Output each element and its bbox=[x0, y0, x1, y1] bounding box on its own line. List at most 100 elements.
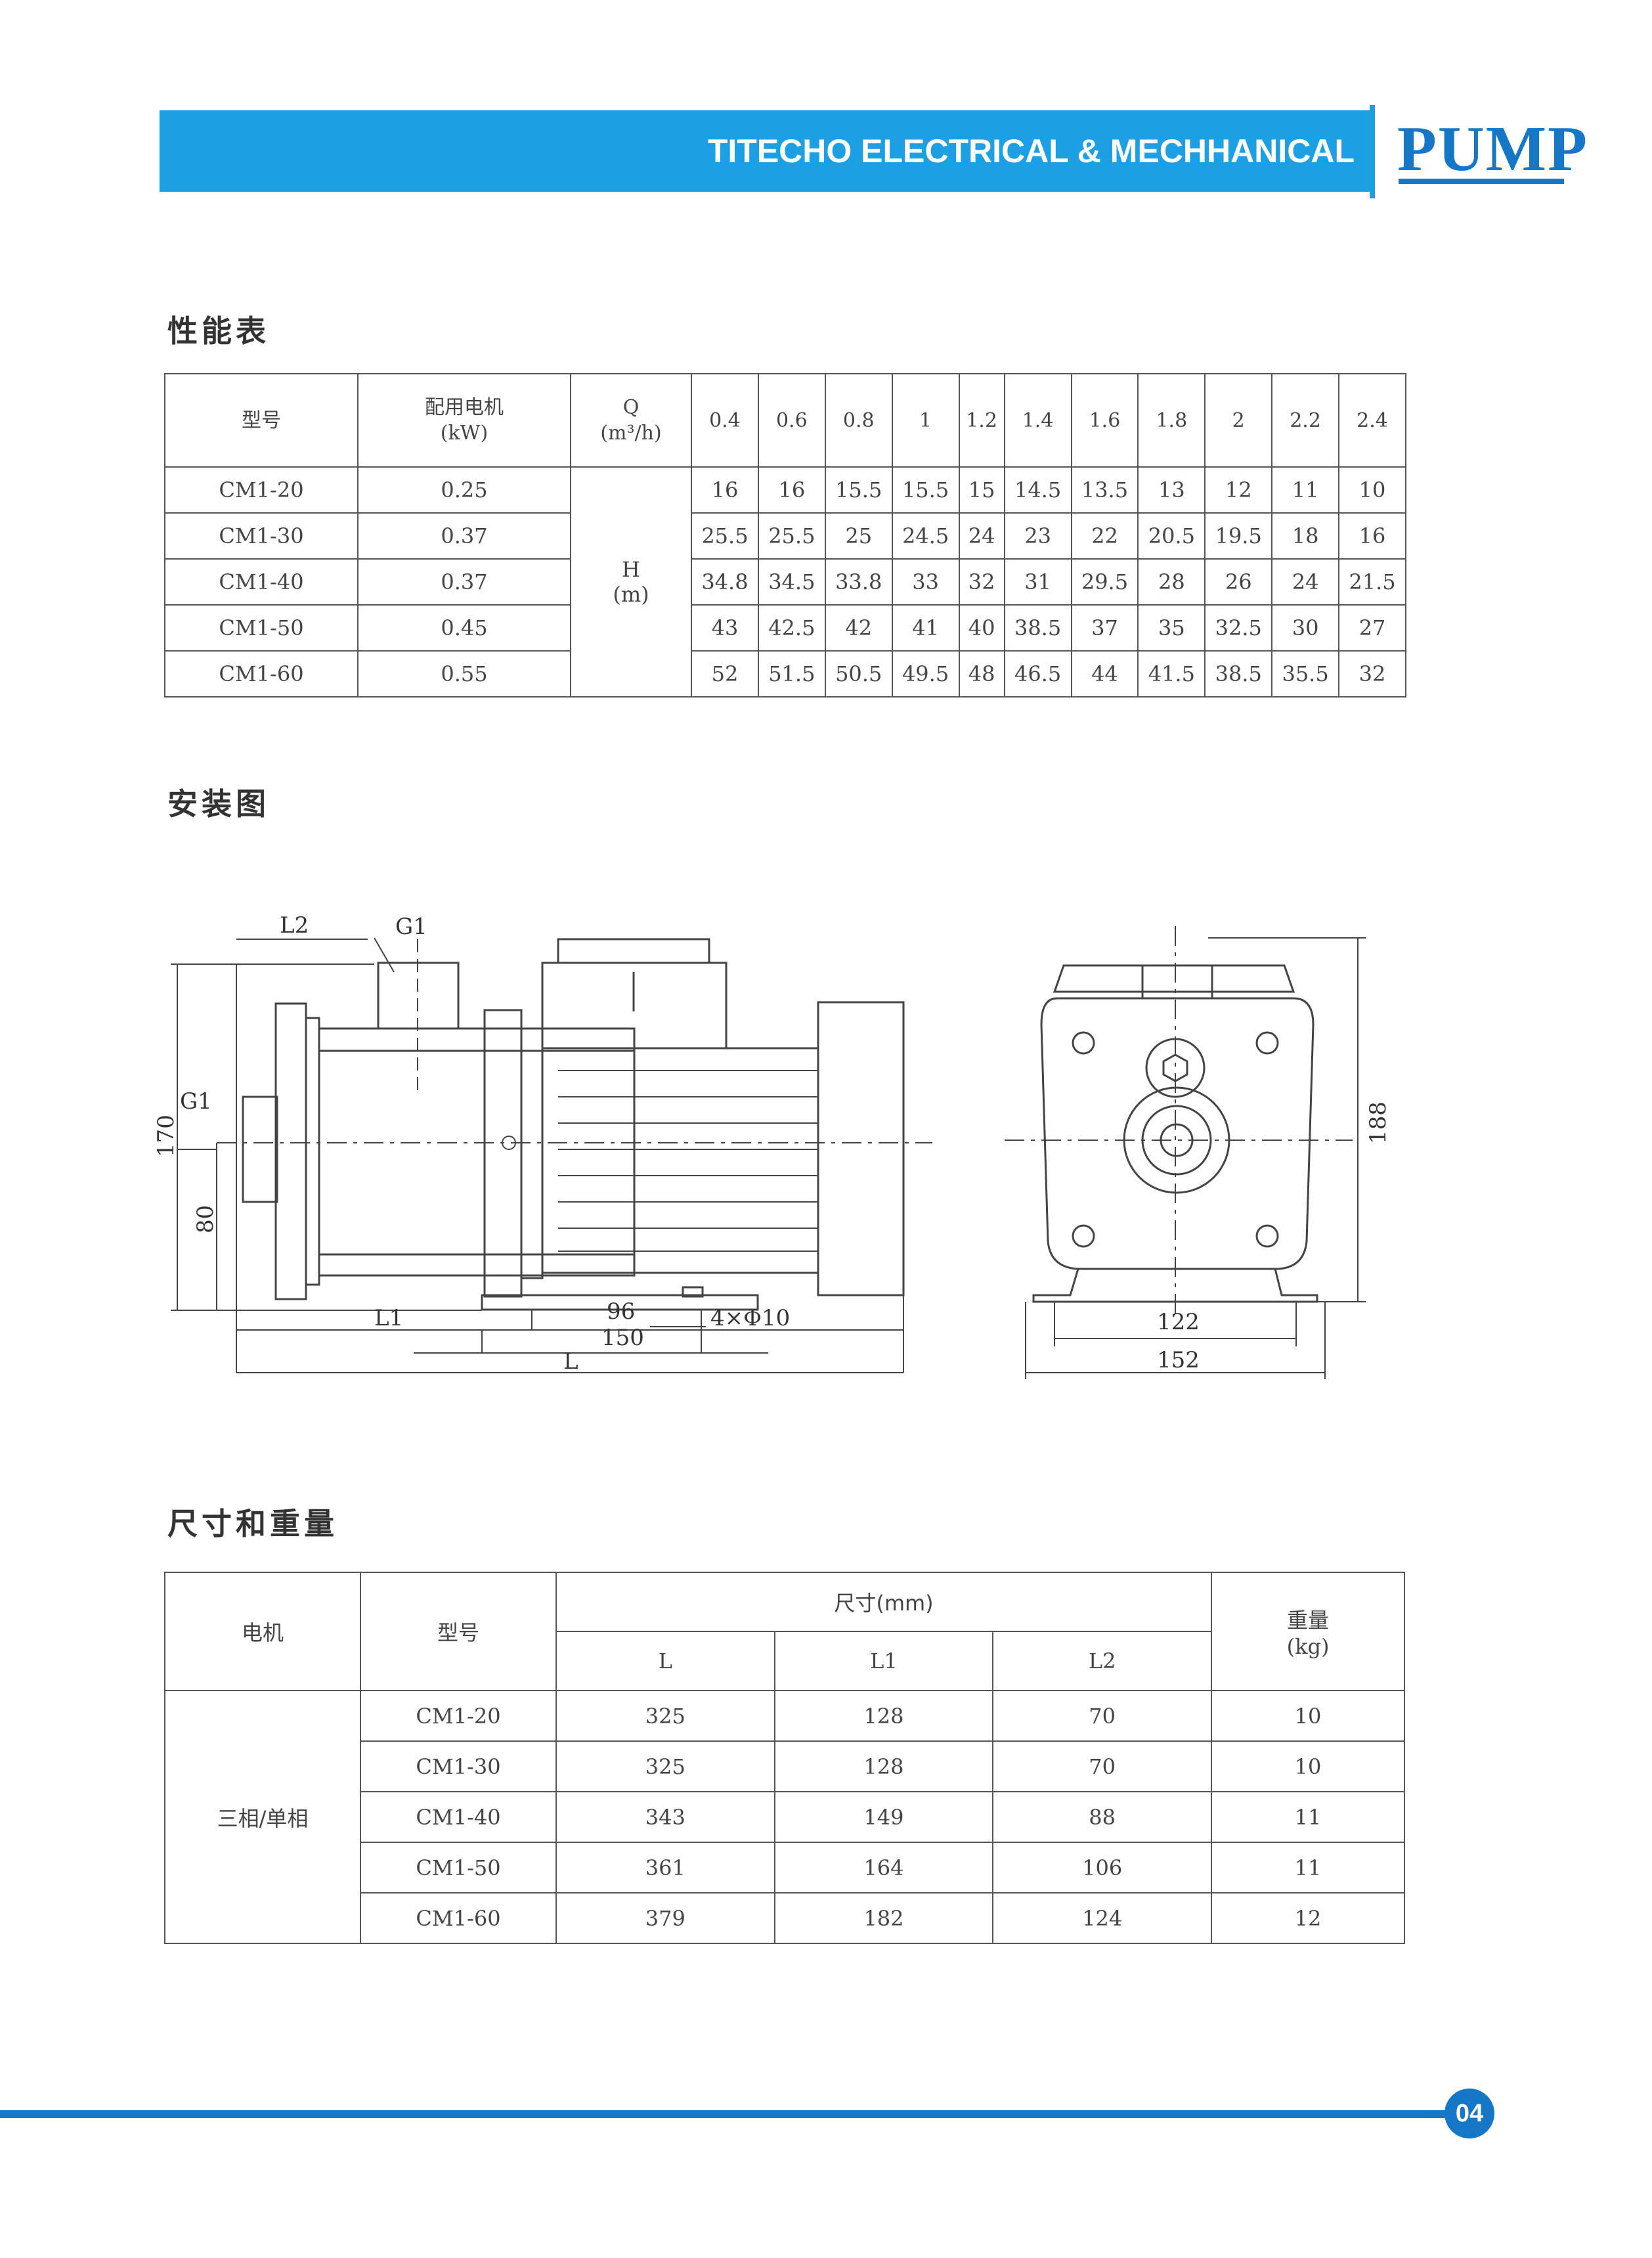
kw-cell: 0.25 bbox=[357, 466, 571, 514]
head-cell: 15.5 bbox=[824, 466, 893, 514]
head-cell: 49.5 bbox=[891, 650, 960, 697]
h-unit: (m) bbox=[613, 582, 649, 607]
side-view-dimensions bbox=[171, 937, 904, 1373]
label-170: 170 bbox=[153, 1115, 179, 1157]
l-cell: 325 bbox=[555, 1690, 775, 1742]
head-cell: 24.5 bbox=[891, 512, 960, 560]
dimensions-table: 电机 型号 尺寸(mm) 重量 (kg) L L1 L2 三相/单相 CM1-2… bbox=[164, 1572, 1405, 1944]
l-cell: 343 bbox=[555, 1791, 775, 1843]
weight-cell: 10 bbox=[1211, 1690, 1405, 1742]
head-cell: 15 bbox=[958, 466, 1005, 514]
q-value: 2 bbox=[1204, 373, 1273, 468]
l2-cell: 88 bbox=[992, 1791, 1212, 1843]
head-cell: 25.5 bbox=[757, 512, 826, 560]
weight-cell: 11 bbox=[1211, 1791, 1405, 1843]
head-cell: 29.5 bbox=[1070, 558, 1139, 606]
col-q-label: Q bbox=[622, 396, 640, 419]
l-cell: 361 bbox=[555, 1842, 775, 1893]
table-row: 三相/单相 CM1-20 325 128 70 10 bbox=[164, 1690, 1405, 1944]
model-cell: CM1-40 bbox=[164, 558, 359, 606]
model-cell: CM1-60 bbox=[164, 650, 359, 697]
performance-header-row: 型号 配用电机 (kW) Q (m³/h) 0.4 0.6 0.8 1 1.2 … bbox=[164, 373, 1406, 468]
performance-table: 型号 配用电机 (kW) Q (m³/h) 0.4 0.6 0.8 1 1.2 … bbox=[164, 373, 1406, 697]
head-cell: 50.5 bbox=[824, 650, 893, 697]
label-g1-top: G1 bbox=[395, 914, 427, 940]
col-size: 尺寸(mm) bbox=[555, 1572, 1212, 1632]
label-152: 152 bbox=[1157, 1347, 1200, 1373]
head-cell: 46.5 bbox=[1003, 650, 1072, 697]
motor-type-cell: 三相/单相 bbox=[164, 1690, 361, 1944]
front-view-dimensions bbox=[1025, 937, 1366, 1379]
model-cell: CM1-50 bbox=[164, 604, 359, 652]
brand-underline bbox=[1399, 179, 1564, 184]
col-weight: 重量 (kg) bbox=[1211, 1572, 1405, 1691]
header-bar: TITECHO ELECTRICAL & MECHHANICAL bbox=[160, 110, 1374, 192]
front-view-labels: 188 122 152 bbox=[1157, 1101, 1391, 1373]
table-row: CM1-60 379 182 124 12 bbox=[165, 1892, 1405, 1944]
model-cell: CM1-60 bbox=[360, 1892, 557, 1944]
head-cell: 31 bbox=[1003, 558, 1072, 606]
head-cell: 41.5 bbox=[1137, 650, 1206, 697]
col-l1: L1 bbox=[773, 1631, 994, 1691]
head-cell: 28 bbox=[1137, 558, 1206, 606]
kw-cell: 0.55 bbox=[357, 650, 571, 697]
head-cell: 13.5 bbox=[1070, 466, 1139, 514]
l1-cell: 128 bbox=[773, 1740, 994, 1792]
head-cell: 43 bbox=[691, 604, 759, 652]
l2-cell: 124 bbox=[992, 1892, 1212, 1944]
head-cell: 21.5 bbox=[1338, 558, 1406, 606]
kw-cell: 0.37 bbox=[357, 558, 571, 606]
q-value: 1 bbox=[891, 373, 960, 468]
model-cell: CM1-50 bbox=[360, 1842, 557, 1893]
dimensions-header-row: 电机 型号 尺寸(mm) 重量 (kg) bbox=[164, 1572, 1405, 1691]
col-motor-label: 配用电机 bbox=[425, 396, 504, 419]
l1-cell: 149 bbox=[773, 1791, 994, 1843]
l1-cell: 128 bbox=[773, 1690, 994, 1742]
model-cell: CM1-20 bbox=[360, 1690, 557, 1742]
head-cell: 12 bbox=[1204, 466, 1273, 514]
l2-cell: 70 bbox=[992, 1690, 1212, 1742]
q-value: 1.8 bbox=[1137, 373, 1206, 468]
q-value: 0.4 bbox=[691, 373, 759, 468]
col-model: 型号 bbox=[360, 1572, 557, 1691]
head-cell: 32.5 bbox=[1204, 604, 1273, 652]
dimensions-subheader-row: L L1 L2 bbox=[165, 1631, 1404, 1691]
table-row: CM1-50 0.45 43 42.5 42 41 40 38.5 37 35 … bbox=[164, 604, 1406, 652]
head-cell: 52 bbox=[691, 650, 759, 697]
head-cell: 32 bbox=[958, 558, 1005, 606]
head-cell: 30 bbox=[1271, 604, 1340, 652]
head-cell: 33 bbox=[891, 558, 960, 606]
table-row: CM1-50 361 164 106 11 bbox=[165, 1842, 1405, 1893]
l-cell: 379 bbox=[555, 1892, 775, 1944]
col-q-unit: (m³/h) bbox=[600, 422, 662, 445]
label-188: 188 bbox=[1365, 1101, 1391, 1144]
side-view-labels: L2 G1 G1 170 80 L1 96 4×Φ10 150 L bbox=[153, 912, 790, 1375]
head-cell: 34.5 bbox=[757, 558, 826, 606]
head-cell: 38.5 bbox=[1204, 650, 1273, 697]
table-row: CM1-20 0.25 H (m) 16 16 15.5 15.5 15 14.… bbox=[164, 466, 1406, 697]
head-cell: 16 bbox=[1338, 512, 1406, 560]
weight-cell: 11 bbox=[1211, 1842, 1405, 1893]
model-cell: CM1-40 bbox=[360, 1791, 557, 1843]
head-cell: 44 bbox=[1070, 650, 1139, 697]
q-value: 2.2 bbox=[1271, 373, 1340, 468]
head-cell: 20.5 bbox=[1137, 512, 1206, 560]
label-holes: 4×Φ10 bbox=[710, 1305, 790, 1331]
model-cell: CM1-30 bbox=[360, 1740, 557, 1792]
head-cell: 18 bbox=[1271, 512, 1340, 560]
head-cell: 24 bbox=[958, 512, 1005, 560]
l2-cell: 106 bbox=[992, 1842, 1212, 1893]
col-weight-label: 重量 bbox=[1286, 1608, 1329, 1633]
label-80: 80 bbox=[192, 1205, 219, 1233]
col-model: 型号 bbox=[164, 373, 359, 468]
model-cell: CM1-30 bbox=[164, 512, 359, 560]
head-cell: 42 bbox=[824, 604, 893, 652]
h-label-cell: H (m) bbox=[570, 466, 692, 697]
col-motor-unit: (kW) bbox=[440, 422, 489, 445]
h-label: H bbox=[622, 557, 640, 582]
head-cell: 23 bbox=[1003, 512, 1072, 560]
head-cell: 16 bbox=[757, 466, 826, 514]
label-l2: L2 bbox=[280, 912, 309, 939]
installation-drawing: L2 G1 G1 170 80 L1 96 4×Φ10 150 L bbox=[153, 912, 1391, 1379]
header-divider bbox=[1370, 105, 1375, 198]
